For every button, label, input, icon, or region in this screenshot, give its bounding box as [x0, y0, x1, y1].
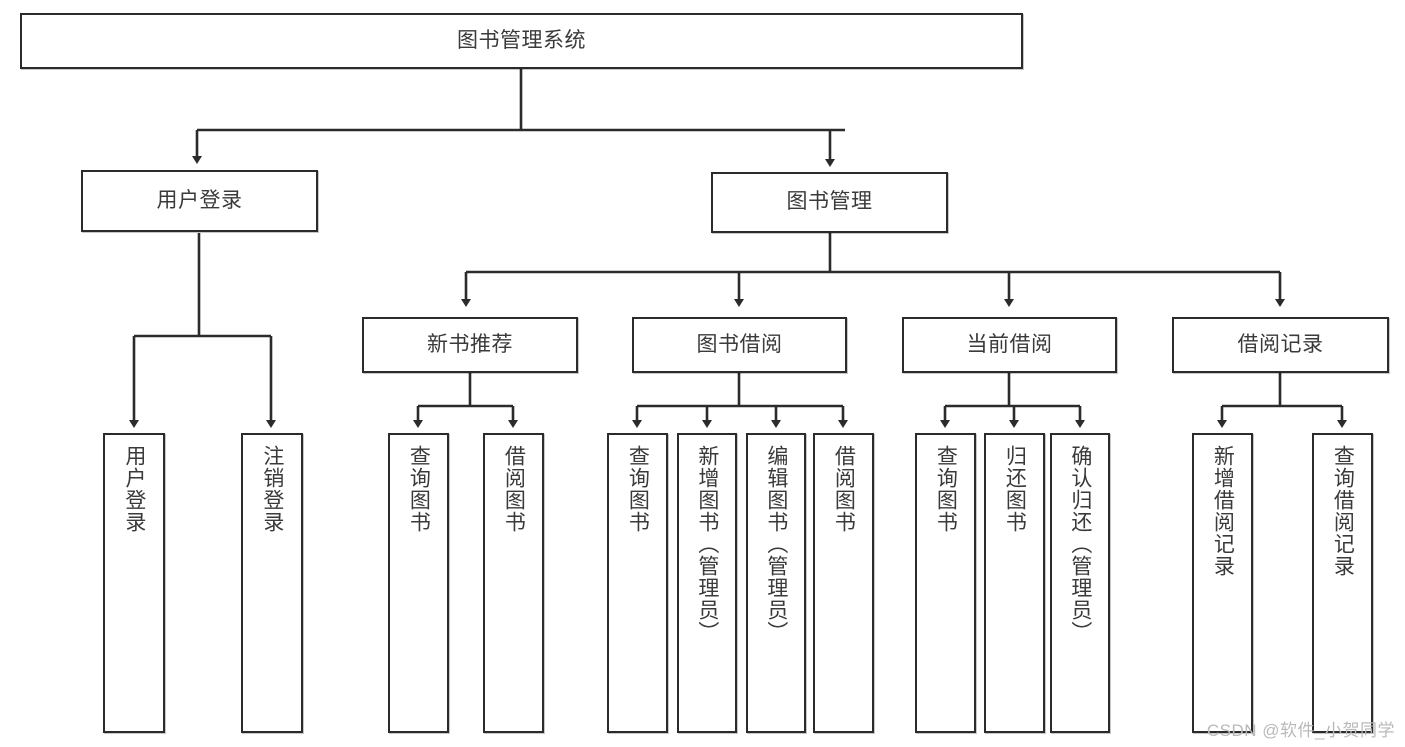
node-new-book-rec[interactable]: 新书推荐: [362, 317, 578, 373]
node-leaf-edit-book[interactable]: 编辑图书（管理员）: [746, 433, 806, 733]
node-current-borrow[interactable]: 当前借阅: [902, 317, 1117, 373]
node-root-label: 图书管理系统: [457, 28, 586, 52]
node-borrow-record-label: 借阅记录: [1237, 332, 1324, 356]
node-leaf-query-book-2[interactable]: 查询图书: [607, 433, 668, 733]
node-leaf-logout[interactable]: 注销登录: [241, 433, 303, 733]
node-root[interactable]: 图书管理系统: [20, 13, 1023, 69]
node-leaf-return-book[interactable]: 归还图书: [984, 433, 1045, 733]
node-book-manage[interactable]: 图书管理: [711, 172, 948, 233]
node-borrow-record[interactable]: 借阅记录: [1172, 317, 1389, 373]
node-leaf-add-book-label: 新增图书（管理员）: [695, 445, 719, 643]
node-leaf-query-book-3[interactable]: 查询图书: [915, 433, 976, 733]
node-leaf-return-book-label: 归还图书: [1003, 445, 1027, 533]
node-book-borrow[interactable]: 图书借阅: [632, 317, 847, 373]
node-book-borrow-label: 图书借阅: [696, 332, 783, 356]
node-current-borrow-label: 当前借阅: [966, 332, 1053, 356]
node-leaf-logout-label: 注销登录: [260, 445, 284, 533]
node-leaf-borrow-book-2-label: 借阅图书: [832, 445, 856, 533]
node-leaf-borrow-book-1[interactable]: 借阅图书: [483, 433, 544, 733]
node-leaf-query-record[interactable]: 查询借阅记录: [1312, 433, 1373, 733]
node-leaf-query-book-1-label: 查询图书: [407, 445, 431, 533]
node-new-book-rec-label: 新书推荐: [427, 332, 513, 356]
node-leaf-borrow-book-2[interactable]: 借阅图书: [813, 433, 874, 733]
node-user-login-label: 用户登录: [156, 188, 243, 212]
node-leaf-user-login[interactable]: 用户登录: [103, 433, 165, 733]
csdn-watermark: CSDN @软件_小贺同学: [1206, 721, 1395, 740]
node-leaf-add-record[interactable]: 新增借阅记录: [1192, 433, 1253, 733]
node-leaf-edit-book-label: 编辑图书（管理员）: [764, 445, 788, 643]
node-leaf-add-book[interactable]: 新增图书（管理员）: [677, 433, 737, 733]
node-leaf-confirm-return-label: 确认归还（管理员）: [1068, 445, 1092, 643]
node-user-login[interactable]: 用户登录: [81, 170, 318, 232]
node-leaf-user-login-label: 用户登录: [122, 445, 146, 533]
node-leaf-query-book-3-label: 查询图书: [934, 445, 958, 533]
node-leaf-confirm-return[interactable]: 确认归还（管理员）: [1050, 433, 1110, 733]
node-leaf-borrow-book-1-label: 借阅图书: [502, 445, 526, 533]
node-leaf-query-record-label: 查询借阅记录: [1331, 445, 1355, 577]
node-leaf-query-book-2-label: 查询图书: [626, 445, 650, 533]
node-leaf-query-book-1[interactable]: 查询图书: [388, 433, 449, 733]
node-leaf-add-record-label: 新增借阅记录: [1211, 445, 1235, 577]
node-book-manage-label: 图书管理: [786, 190, 873, 214]
